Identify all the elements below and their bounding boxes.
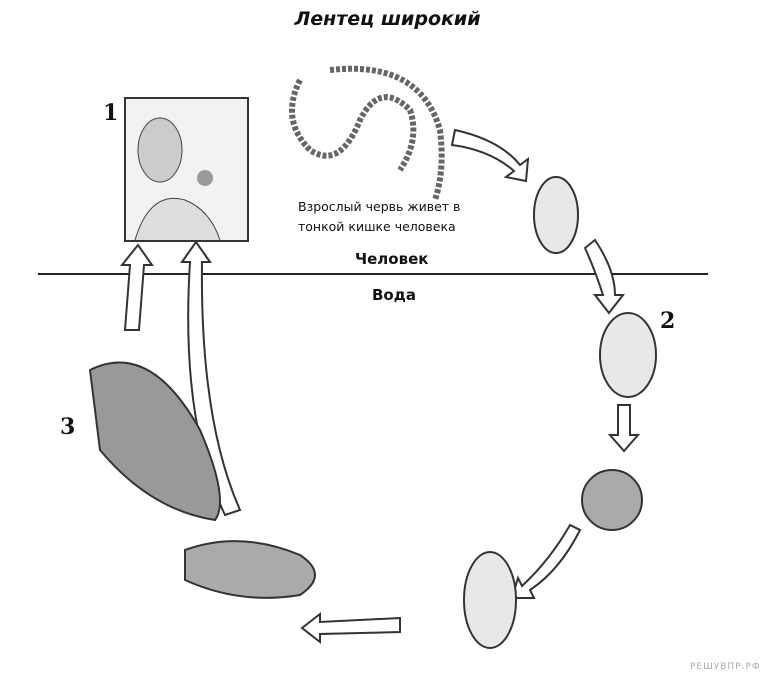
small-fish-image — [184, 540, 316, 599]
adult-worm-caption: Взрослый червь живет в тонкой кишке чело… — [298, 199, 461, 234]
egg-image — [533, 176, 579, 254]
human-label: Человек — [355, 250, 429, 268]
diagram-title: Лентец широкий — [294, 8, 481, 30]
human-eating-image — [124, 97, 249, 242]
developing-egg-image — [599, 312, 657, 398]
water-label: Вода — [372, 286, 416, 304]
adult-tapeworm-image — [289, 65, 445, 201]
cycle-arrows — [119, 128, 641, 645]
coracidium-image — [581, 469, 643, 531]
copepod-image — [463, 551, 517, 649]
stage-number-1: 1 — [103, 100, 119, 126]
watermark: РЕШУВПР.РФ — [690, 662, 761, 672]
stage-images — [88, 176, 657, 649]
stage-number-2: 2 — [660, 308, 676, 334]
stage-number-3: 3 — [60, 414, 76, 440]
large-fish-image — [88, 361, 221, 522]
